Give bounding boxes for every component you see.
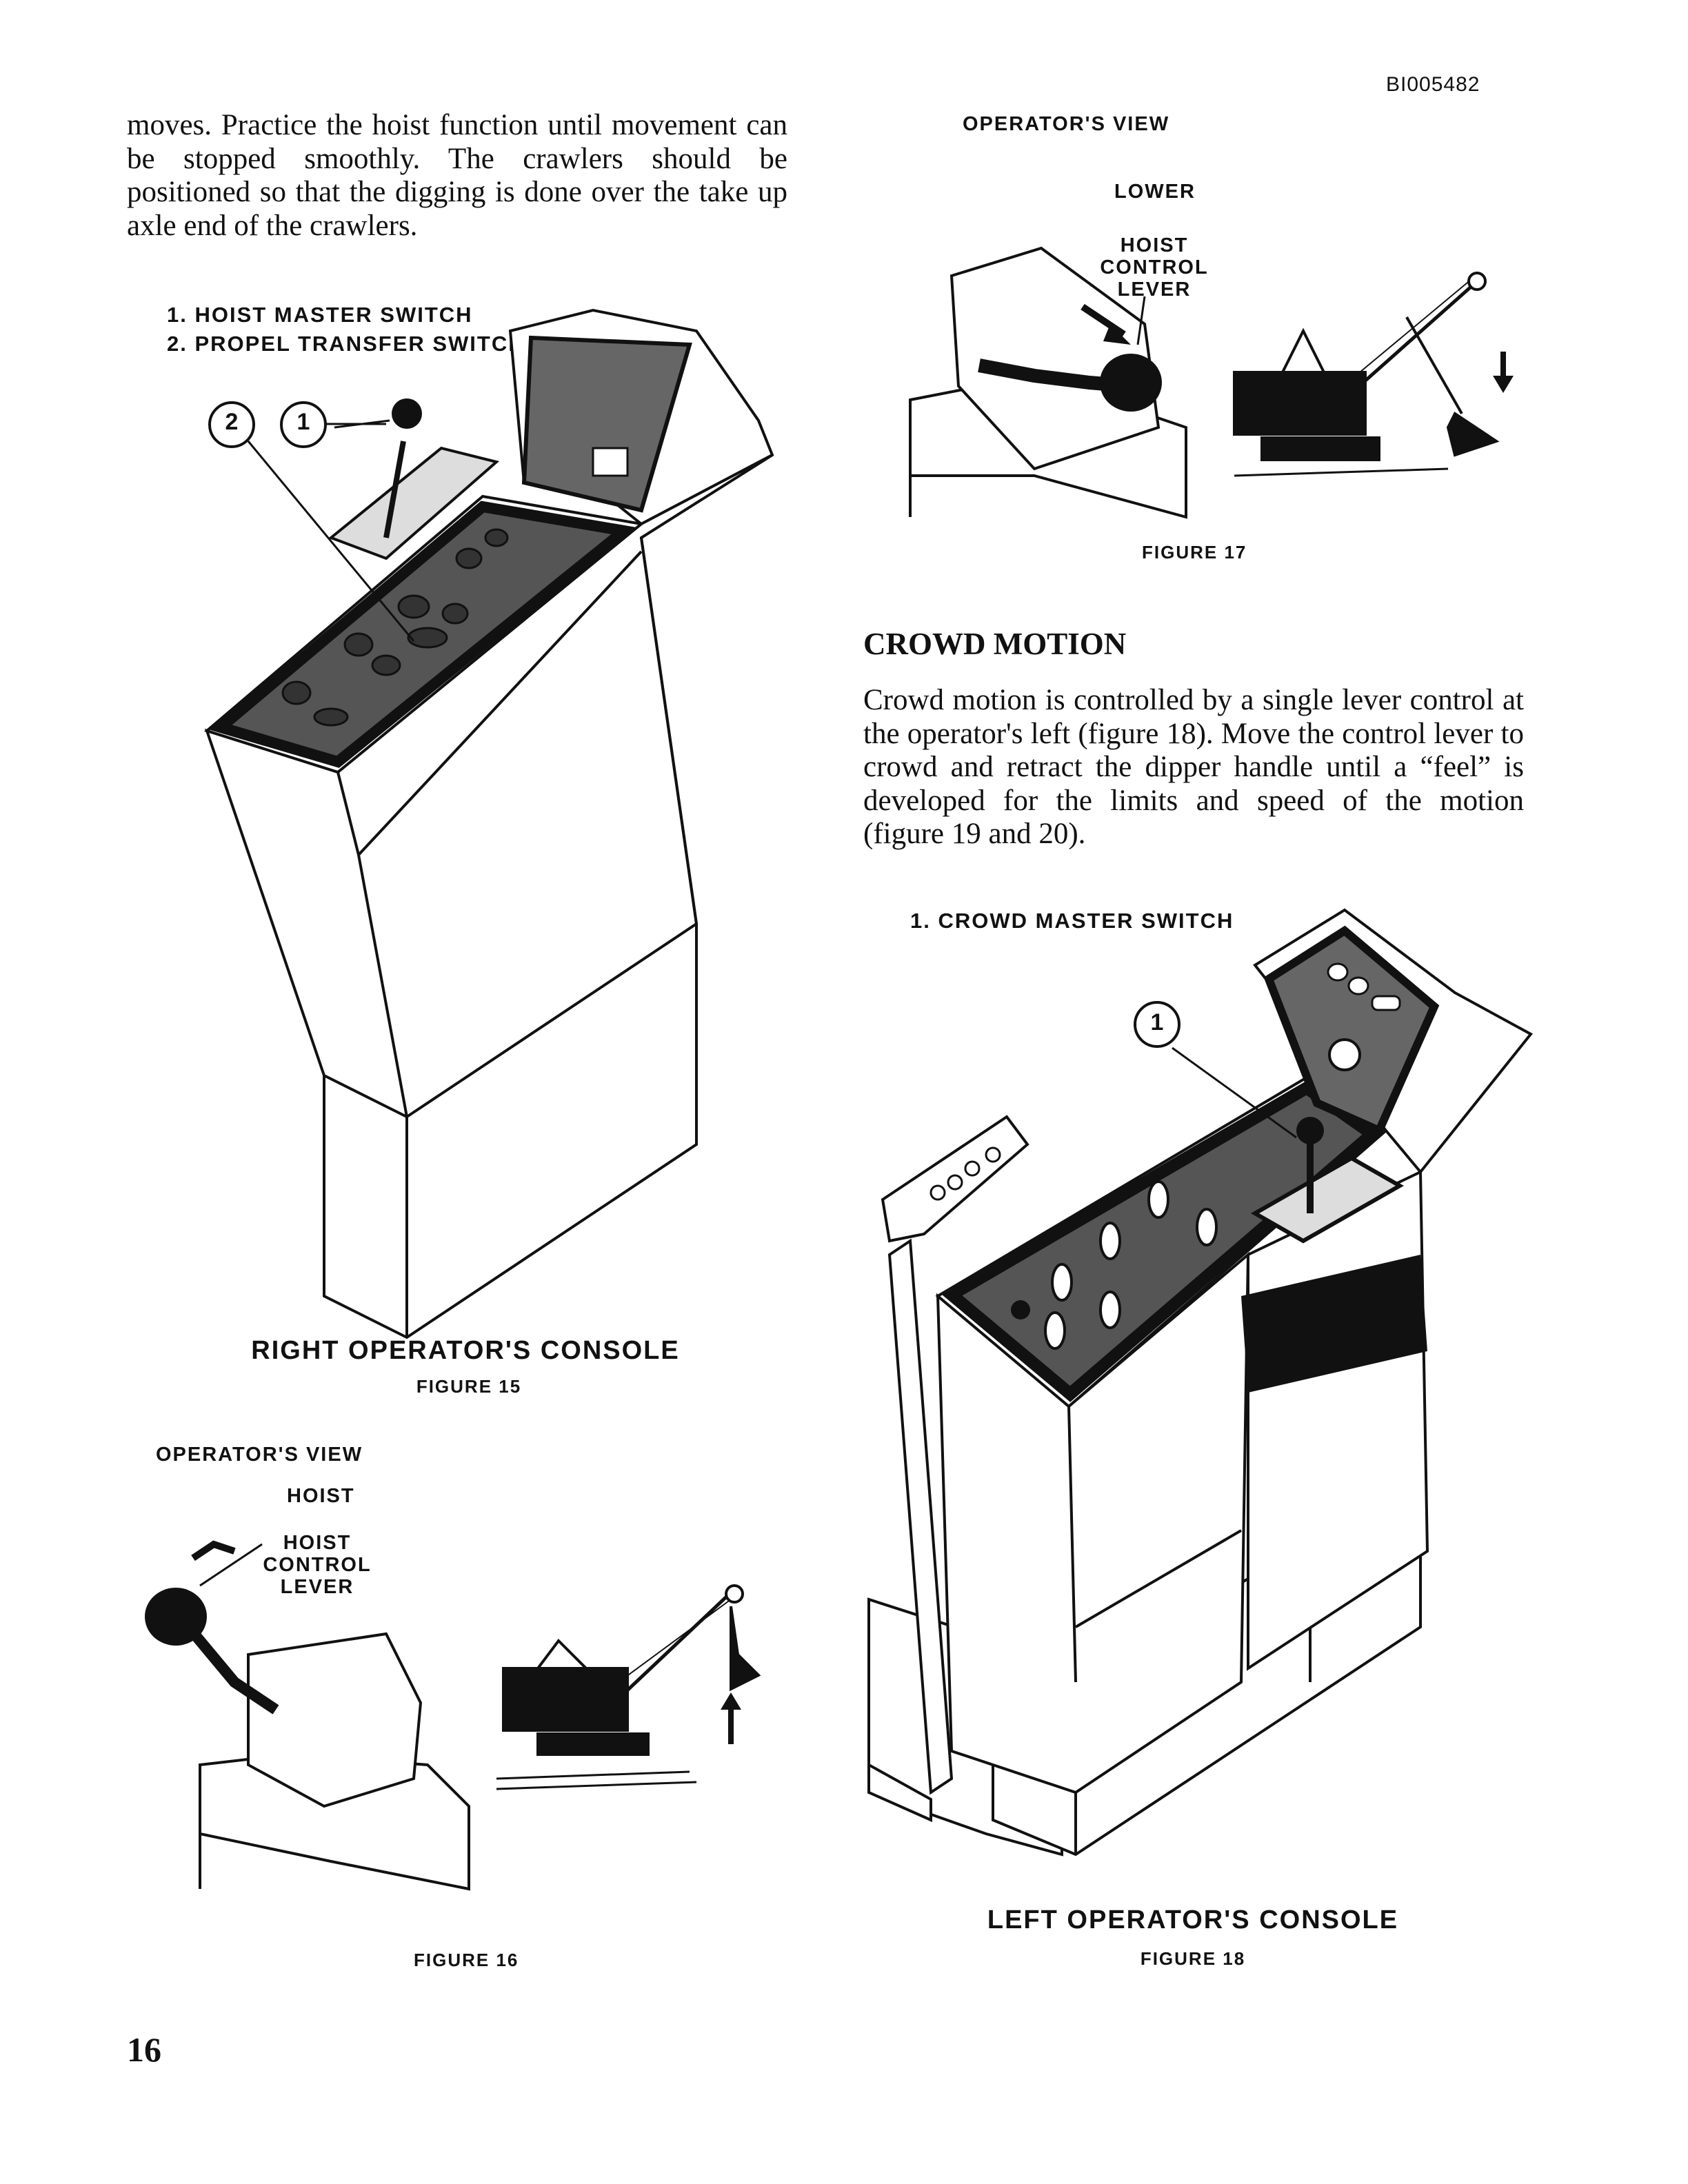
figure17-number: FIGURE 17 (1142, 542, 1247, 563)
figure16-direction-label: HOIST (287, 1485, 355, 1507)
figure17-lever-label-line-2: CONTROL (1100, 256, 1209, 279)
figure15-callout-1: 1 (297, 409, 310, 435)
figure17-direction-label: LOWER (1114, 181, 1196, 203)
figure15-legend: 1. HOIST MASTER SWITCH 2. PROPEL TRANSFE… (167, 301, 525, 358)
figure17-lever-label: HOIST CONTROL LEVER (1099, 234, 1209, 301)
figure16-view-label: OPERATOR'S VIEW (156, 1444, 363, 1466)
figure15-legend-item-2: 2. PROPEL TRANSFER SWITCH (167, 332, 525, 356)
figure15-callout-2: 2 (225, 409, 239, 435)
figure16-lever-label: HOIST CONTROL LEVER (262, 1532, 372, 1598)
figure17-lever-label-line-3: LEVER (1117, 279, 1192, 301)
figure18-title: LEFT OPERATOR'S CONSOLE (987, 1905, 1399, 1934)
figure18-legend-item-1: 1. CROWD MASTER SWITCH (910, 909, 1234, 933)
figure17-lever-label-line-1: HOIST (1120, 234, 1189, 256)
figure18-number: FIGURE 18 (1140, 1948, 1246, 1969)
crowd-motion-paragraph: Crowd motion is controlled by a single l… (863, 684, 1524, 850)
figure15-title: RIGHT OPERATOR'S CONSOLE (251, 1336, 680, 1365)
figure16-number: FIGURE 16 (414, 1950, 519, 1970)
crowd-motion-heading: CROWD MOTION (863, 627, 1127, 661)
figure15-number: FIGURE 15 (416, 1376, 522, 1397)
figure16-lever-label-line-3: LEVER (280, 1576, 354, 1598)
figure18-legend: 1. CROWD MASTER SWITCH (910, 909, 1234, 933)
page-number: 16 (127, 2030, 161, 2069)
intro-paragraph: moves. Practice the hoist function until… (127, 109, 787, 242)
figure16-lever-label-line-1: HOIST (283, 1532, 352, 1554)
figure17-view-label: OPERATOR'S VIEW (963, 113, 1170, 135)
figure18-callout-1: 1 (1150, 1009, 1164, 1035)
document-id: BI005482 (1386, 73, 1480, 96)
figure16-lever-label-line-2: CONTROL (263, 1554, 372, 1576)
figure15-legend-item-1: 1. HOIST MASTER SWITCH (167, 303, 473, 327)
